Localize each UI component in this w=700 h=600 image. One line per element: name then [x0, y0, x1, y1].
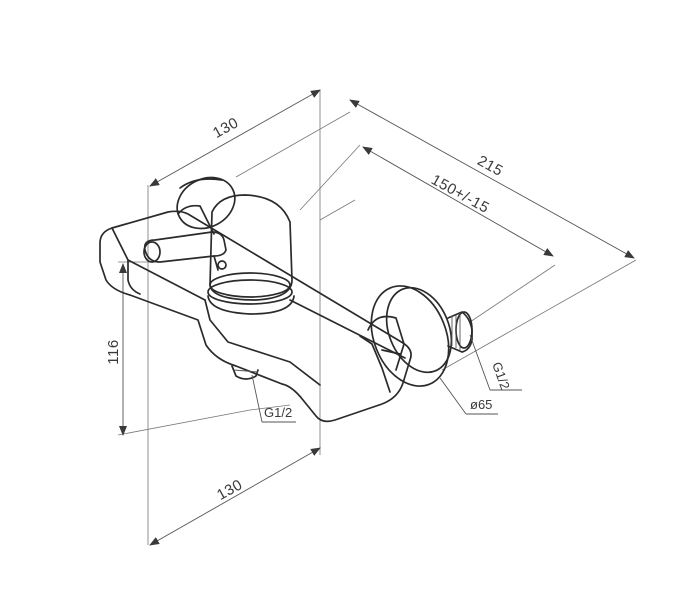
bottom-outlet — [231, 365, 259, 380]
dimension-150-15: 150+/-15 — [362, 146, 554, 257]
extension-lines — [117, 90, 637, 545]
right-wall-flange — [370, 285, 450, 387]
dimension-top-130: 130 — [149, 89, 321, 187]
cartridge-dome — [209, 194, 293, 301]
dim-bottom-130-label: 130 — [214, 476, 245, 504]
mixer-housing — [99, 210, 412, 423]
inlet-thread-label: G1/2 — [489, 360, 513, 392]
flange-diameter-label: ø65 — [470, 397, 492, 412]
dim-150-15-label: 150+/-15 — [428, 171, 492, 217]
outlet-thread-label: G1/2 — [264, 405, 292, 420]
dim-116-label: 116 — [105, 339, 122, 364]
threaded-inlet — [447, 311, 473, 353]
dim-top-130-label: 130 — [210, 114, 241, 142]
dimension-bottom-130: 130 — [149, 447, 321, 546]
faucet-body — [99, 176, 473, 423]
dimension-215: 215 — [349, 99, 635, 259]
left-wall-flange — [176, 176, 236, 230]
dim-215-label: 215 — [474, 152, 505, 180]
callout-outlet-thread: G1/2 — [251, 374, 296, 423]
callout-inlet-thread: G1/2 — [469, 334, 522, 392]
callout-flange-diameter: ø65 — [439, 377, 498, 415]
dimension-116: 116 — [105, 263, 127, 436]
